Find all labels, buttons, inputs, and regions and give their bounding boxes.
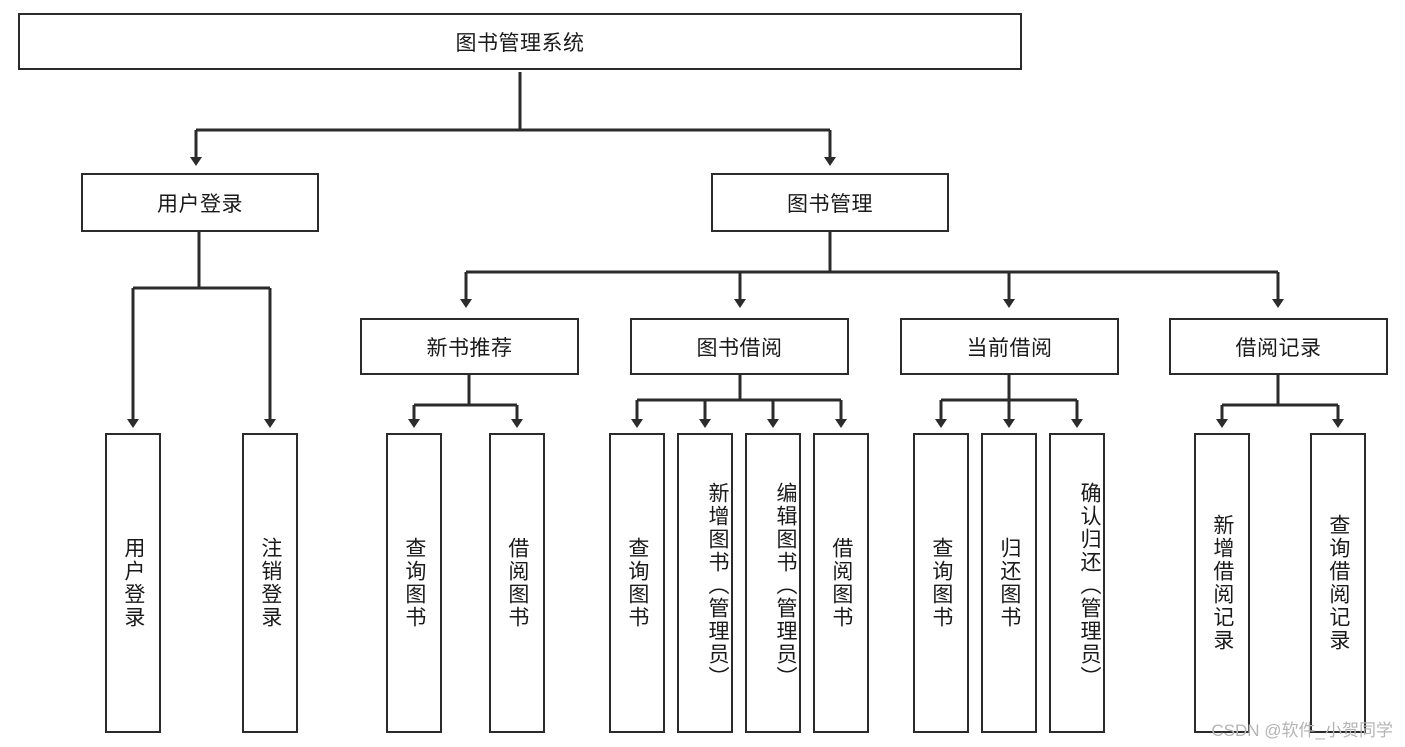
node-book-management[interactable]: 图书管理 [711,173,949,232]
node-borrow-record-label: 借阅记录 [1235,336,1322,360]
node-leaf-query-book-new-label: 查询图书 [402,537,426,629]
node-leaf-borrow-book-new-label: 借阅图书 [505,537,529,629]
watermark: CSDN @软件_小贺同学 [1211,721,1393,740]
node-leaf-return-book-label: 归还图书 [997,537,1021,629]
node-leaf-add-borrow-record[interactable]: 新增借阅记录 [1194,433,1250,733]
node-leaf-borrow-book[interactable]: 借阅图书 [813,433,869,733]
node-leaf-query-book-current[interactable]: 查询图书 [913,433,969,733]
node-root-label: 图书管理系统 [455,31,585,55]
node-borrow-record[interactable]: 借阅记录 [1169,318,1388,375]
node-new-book-recommend-label: 新书推荐 [426,336,513,360]
node-book-borrow-label: 图书借阅 [696,336,783,360]
node-leaf-edit-book[interactable]: 编辑图书（管理员） [745,433,801,733]
node-leaf-return-book[interactable]: 归还图书 [981,433,1037,733]
node-leaf-query-book-new[interactable]: 查询图书 [386,433,442,733]
node-leaf-add-borrow-record-label: 新增借阅记录 [1210,514,1234,652]
node-current-borrow[interactable]: 当前借阅 [900,318,1119,375]
node-leaf-borrow-book-new[interactable]: 借阅图书 [489,433,545,733]
node-leaf-query-book-label: 查询图书 [625,537,649,629]
node-leaf-logout-label: 注销登录 [258,537,282,629]
node-leaf-user-login[interactable]: 用户登录 [105,433,161,733]
node-leaf-edit-book-label: 编辑图书（管理员） [774,481,797,689]
node-leaf-query-book[interactable]: 查询图书 [609,433,665,733]
node-leaf-query-borrow-record[interactable]: 查询借阅记录 [1310,433,1366,733]
node-leaf-confirm-return-label: 确认归还（管理员） [1078,481,1101,689]
node-leaf-confirm-return[interactable]: 确认归还（管理员） [1049,433,1105,733]
node-leaf-query-borrow-record-label: 查询借阅记录 [1326,514,1350,652]
node-user-login-label: 用户登录 [157,192,243,216]
node-leaf-query-book-current-label: 查询图书 [929,537,953,629]
node-current-borrow-label: 当前借阅 [966,336,1053,360]
node-book-borrow[interactable]: 图书借阅 [630,318,849,375]
node-leaf-add-book-label: 新增图书（管理员） [706,481,729,689]
node-leaf-logout[interactable]: 注销登录 [242,433,298,733]
node-book-management-label: 图书管理 [787,192,873,216]
node-leaf-borrow-book-label: 借阅图书 [829,537,853,629]
node-leaf-add-book[interactable]: 新增图书（管理员） [677,433,733,733]
node-user-login[interactable]: 用户登录 [81,173,319,232]
node-leaf-user-login-label: 用户登录 [121,537,145,629]
node-new-book-recommend[interactable]: 新书推荐 [360,318,579,375]
node-root[interactable]: 图书管理系统 [18,13,1022,70]
